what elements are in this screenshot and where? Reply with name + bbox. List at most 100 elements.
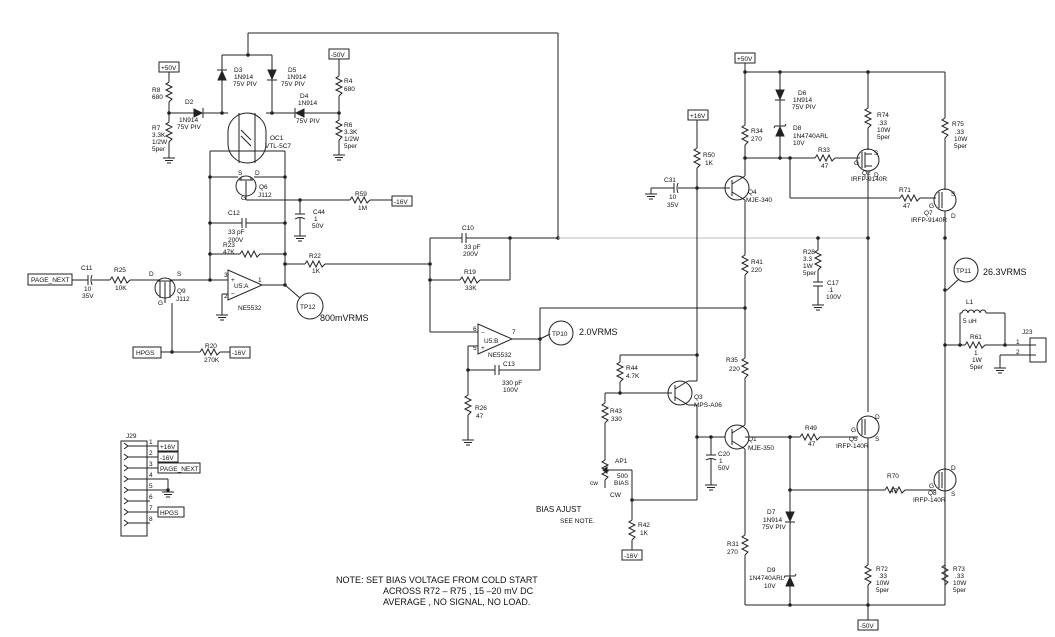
svg-text:1K: 1K <box>640 530 649 537</box>
bias-note-text: NOTE: SET BIAS VOLTAGE FROM COLD START A… <box>336 575 538 607</box>
svg-text:1: 1 <box>974 350 978 357</box>
svg-text:R20: R20 <box>205 343 217 350</box>
svg-text:10W: 10W <box>953 580 967 587</box>
svg-text:.33: .33 <box>878 120 887 127</box>
svg-text:D: D <box>951 465 956 472</box>
resistor-r23: R23 47K <box>223 242 261 259</box>
svg-text:cw: cw <box>590 480 598 487</box>
header-j29: J29 123 456 78 +16V <box>120 433 201 537</box>
diode-d2: D2 1N914 75V PIV <box>177 99 204 131</box>
svg-text:800mVRMS: 800mVRMS <box>320 313 369 323</box>
test-point-tp10: TP10 2.0VRMS <box>548 320 618 346</box>
svg-text:R25: R25 <box>114 267 126 274</box>
svg-text:5per: 5per <box>803 270 817 277</box>
svg-text:75V PIV: 75V PIV <box>792 104 817 111</box>
svg-text:D4: D4 <box>300 93 309 100</box>
svg-text:26.3VRMS: 26.3VRMS <box>983 267 1027 277</box>
svg-text:R73: R73 <box>953 566 965 573</box>
svg-text:TP10: TP10 <box>552 331 568 338</box>
resistor-r61: R61 1 1W 5per <box>964 334 986 371</box>
svg-text:Q6: Q6 <box>259 184 268 191</box>
svg-text:R8: R8 <box>152 87 161 94</box>
resistor-r4: R4 680 <box>334 75 355 97</box>
resistor-r6: R6 3.3K 1/2W 5per <box>334 119 360 150</box>
svg-text:S: S <box>875 436 880 443</box>
svg-text:NE5532: NE5532 <box>488 352 512 359</box>
svg-text:10W: 10W <box>876 580 890 587</box>
svg-text:R70: R70 <box>887 473 899 480</box>
svg-text:IRFP-140R: IRFP-140R <box>836 443 869 450</box>
capacitor-c44: C44 1 50V <box>294 209 325 230</box>
svg-text:L1: L1 <box>966 299 974 306</box>
svg-text:47: 47 <box>903 203 911 210</box>
svg-text:R31: R31 <box>727 541 739 548</box>
svg-text:10W: 10W <box>954 136 968 143</box>
svg-text:5 uH: 5 uH <box>963 318 977 325</box>
svg-text:+50V: +50V <box>737 56 753 63</box>
svg-text:75V PIV: 75V PIV <box>296 118 321 125</box>
test-point-tp11: TP11 26.3VRMS <box>953 257 1027 283</box>
svg-text:2: 2 <box>1016 349 1020 356</box>
svg-text:1K: 1K <box>705 160 714 167</box>
svg-text:MJE-340: MJE-340 <box>746 197 772 204</box>
svg-text:10K: 10K <box>115 285 127 292</box>
svg-text:R6: R6 <box>344 122 353 129</box>
svg-text:.33: .33 <box>878 573 887 580</box>
svg-text:D2: D2 <box>185 99 194 106</box>
svg-text:TP11: TP11 <box>956 268 971 275</box>
svg-text:Q1: Q1 <box>748 436 757 443</box>
svg-text:1N914: 1N914 <box>179 117 199 124</box>
transistor-q1: Q1 MJE-350 <box>724 424 774 452</box>
svg-text:-50V: -50V <box>860 623 874 630</box>
potentiometer-ap1: AP1 500 BIAS cw CW <box>590 458 629 499</box>
svg-text:220: 220 <box>751 267 762 274</box>
svg-text:3: 3 <box>224 272 228 279</box>
hpgs-tag-j29: HPGS <box>157 506 185 518</box>
neg16v-tag-r20: -16V <box>229 346 251 359</box>
svg-text:47K: 47K <box>223 249 235 256</box>
resistor-r70: R70 47 <box>884 473 906 495</box>
resistor-r8: R8 680 <box>152 81 174 103</box>
svg-text:75V PIV: 75V PIV <box>177 124 202 131</box>
svg-text:R26: R26 <box>475 405 487 412</box>
svg-text:G: G <box>929 203 934 210</box>
svg-text:S: S <box>951 191 956 198</box>
svg-text:+16V: +16V <box>160 444 176 451</box>
svg-text:R7: R7 <box>152 125 161 132</box>
page-next-tag-j29: PAGE_NEXT <box>157 462 201 474</box>
resistor-r28: R28 3.3 1W 5per <box>803 249 823 277</box>
svg-text:R71: R71 <box>899 187 911 194</box>
svg-text:1K: 1K <box>312 268 321 275</box>
mosfet-q2: S D G Q2 IRFP-9140R <box>851 148 887 183</box>
resistor-r50: R50 1K <box>692 147 715 169</box>
transistor-q4: Q4 MJE-340 <box>724 175 772 204</box>
svg-text:33 pF: 33 pF <box>464 244 481 251</box>
svg-text:IRFP-140R: IRFP-140R <box>913 497 946 504</box>
pos16v-tag-top: +16V <box>687 109 709 121</box>
svg-text:+16V: +16V <box>690 113 706 120</box>
svg-text:.33: .33 <box>955 573 964 580</box>
svg-text:6: 6 <box>149 494 153 501</box>
svg-text:-16V: -16V <box>160 455 174 462</box>
svg-text:D8: D8 <box>793 125 802 132</box>
svg-text:1N4740ARL: 1N4740ARL <box>793 133 829 140</box>
svg-text:R33: R33 <box>818 147 830 154</box>
svg-text:1W: 1W <box>972 357 983 364</box>
svg-text:10: 10 <box>669 194 677 201</box>
svg-text:Q7: Q7 <box>924 210 933 217</box>
opamp-u5b: − + U5:B NE5532 6 5 7 <box>473 323 516 359</box>
input-section: PAGE_NEXT C11 10 35V R25 10K D S <box>27 32 559 364</box>
svg-text:G: G <box>929 483 934 490</box>
svg-text:75V PIV: 75V PIV <box>281 81 306 88</box>
svg-text:1N914: 1N914 <box>763 517 783 524</box>
resistor-r20: R20 270K <box>199 343 221 364</box>
resistor-r44: R44 4.7K <box>615 361 640 383</box>
svg-text:270K: 270K <box>204 357 220 364</box>
svg-text:5per: 5per <box>954 143 968 150</box>
svg-text:270: 270 <box>751 136 762 143</box>
bias-note: SEE NOTE. <box>560 518 595 525</box>
svg-text:D6: D6 <box>798 90 807 97</box>
diode-d6: D6 1N914 75V PIV <box>775 89 817 111</box>
svg-text:10: 10 <box>84 286 92 293</box>
